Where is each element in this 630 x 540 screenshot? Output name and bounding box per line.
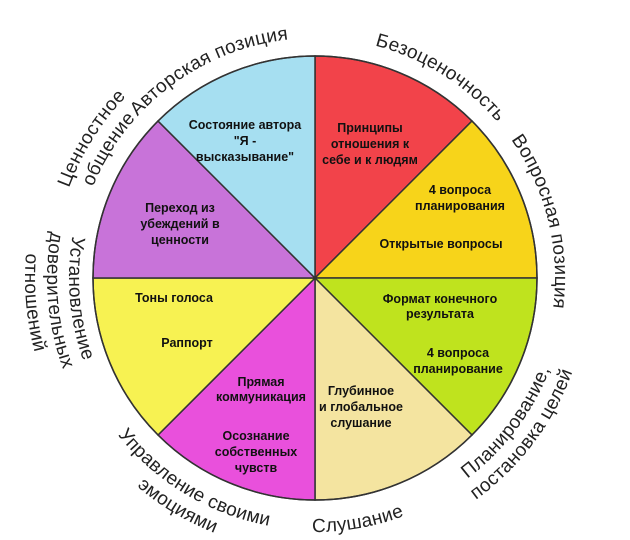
- sector-doveritelnye-text-2: Раппорт: [161, 336, 212, 350]
- sector-avtorskaya-text-1: Состояние автора"Я -высказывание": [189, 118, 303, 164]
- sector-slushanie-outer-label: Слушание: [312, 501, 406, 537]
- sector-doveritelnye-text-1: Тоны голоса: [135, 291, 214, 305]
- wheel-rim: [92, 55, 538, 501]
- sector-voprosnaya-text-2: Открытые вопросы: [379, 237, 502, 251]
